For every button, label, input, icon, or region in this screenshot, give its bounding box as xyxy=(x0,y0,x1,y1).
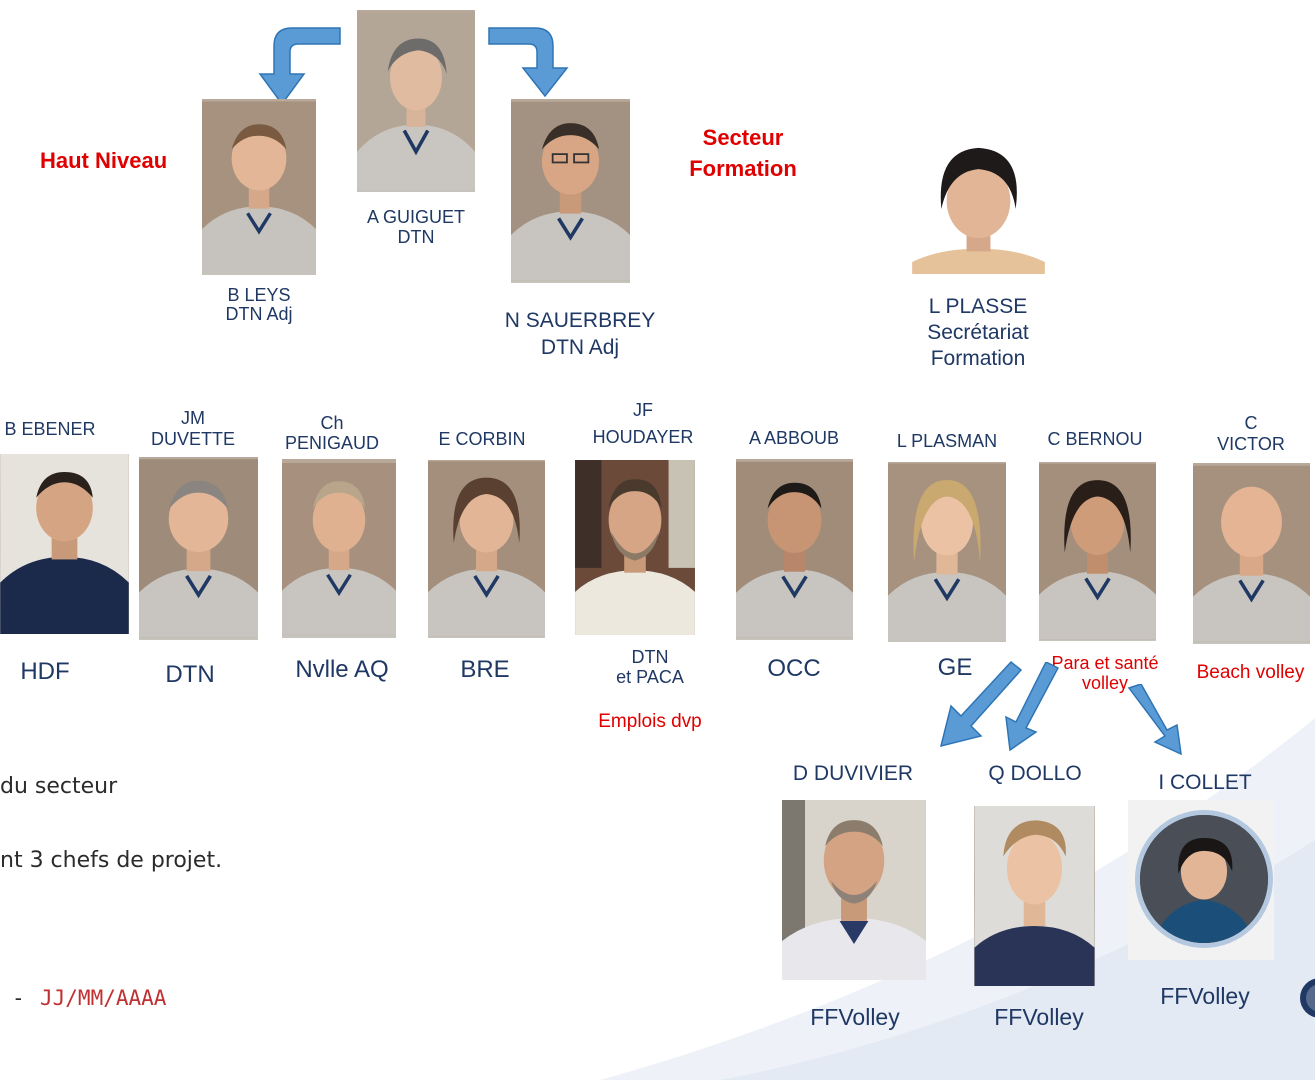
sauerbrey-photo xyxy=(511,99,630,283)
sauerbrey-name: N SAUERBREY xyxy=(504,309,656,332)
body-text-line2: nt 3 chefs de projet. xyxy=(0,848,223,873)
plasse-line2: Secrétariat xyxy=(927,321,1029,344)
duvette-photo xyxy=(139,457,258,640)
dollo-name: Q DOLLO xyxy=(988,762,1082,785)
body-text-line1: du secteur xyxy=(0,774,118,799)
houdayer-photo xyxy=(575,460,695,635)
corbin-name: E CORBIN xyxy=(438,429,526,449)
background-wave xyxy=(600,718,1315,1080)
victor-name-line2: VICTOR xyxy=(1217,434,1285,454)
footer-date: JJ/MM/AAAA xyxy=(40,986,167,1010)
victor-photo xyxy=(1193,463,1310,644)
victor-region: Beach volley xyxy=(1196,662,1305,683)
leys-role: DTN Adj xyxy=(225,304,293,324)
guiguet-photo xyxy=(357,10,475,192)
haut-niveau-label: Haut Niveau xyxy=(40,148,168,173)
corbin-region: BRE xyxy=(460,656,510,683)
bernou-region-line1: Para et santé xyxy=(1051,653,1159,673)
ebener-photo xyxy=(0,454,129,634)
collet-photo xyxy=(1135,810,1273,948)
curved-arrow-left-icon xyxy=(258,27,341,106)
plasman-region: GE xyxy=(937,654,973,681)
curved-arrow-right-icon xyxy=(488,27,569,98)
plasse-line3: Formation xyxy=(930,347,1026,370)
abboub-photo xyxy=(736,459,853,640)
dollo-photo xyxy=(974,806,1095,986)
arrow-to-collet-icon xyxy=(1127,684,1182,756)
houdayer-extra: Emplois dvp xyxy=(598,711,702,732)
penigaud-photo xyxy=(282,459,396,638)
penigaud-name-line1: Ch xyxy=(320,413,344,433)
collet-photo-frame xyxy=(1128,800,1274,960)
secteur-label: Secteur xyxy=(702,125,784,150)
plasman-photo xyxy=(888,462,1006,642)
abboub-name: A ABBOUB xyxy=(748,428,840,448)
houdayer-region-line1: DTN xyxy=(631,647,669,667)
arrow-to-duvivier-icon xyxy=(939,660,1023,748)
leys-photo xyxy=(202,99,316,275)
houdayer-name-line2: HOUDAYER xyxy=(592,427,694,447)
plasman-name: L PLASMAN xyxy=(896,431,998,451)
victor-name-line1: C xyxy=(1244,413,1258,433)
penigaud-name-line2: PENIGAUD xyxy=(284,433,380,453)
dollo-org: FFVolley xyxy=(994,1004,1084,1030)
formation-label: Formation xyxy=(689,156,797,181)
bernou-region-line2: volley xyxy=(1081,673,1129,693)
logo-highlight xyxy=(1306,984,1315,1012)
guiguet-name: A GUIGUET xyxy=(366,207,465,227)
collet-name: I COLLET xyxy=(1158,771,1252,794)
duvette-name-line2: DUVETTE xyxy=(150,429,235,449)
bernou-name: C BERNOU xyxy=(1047,429,1143,449)
arrow-to-dollo-icon xyxy=(1005,662,1060,752)
duvivier-org: FFVolley xyxy=(810,1004,900,1030)
ebener-region: HDF xyxy=(20,658,70,685)
abboub-region: OCC xyxy=(767,655,821,682)
footer-dash: - xyxy=(12,986,25,1010)
collet-org: FFVolley xyxy=(1160,983,1250,1009)
ffvolley-logo-icon xyxy=(1300,978,1315,1018)
corbin-photo xyxy=(428,460,545,638)
duvette-region: DTN xyxy=(165,661,215,688)
houdayer-region-line2: et PACA xyxy=(616,667,684,687)
duvivier-name: D DUVIVIER xyxy=(792,762,914,785)
houdayer-name-line1: JF xyxy=(633,400,653,420)
leys-name: B LEYS xyxy=(227,285,291,305)
plasse-photo xyxy=(912,132,1045,274)
plasse-name: L PLASSE xyxy=(928,295,1028,318)
duvette-name-line1: JM xyxy=(181,408,205,428)
ebener-name: B EBENER xyxy=(4,419,96,439)
sauerbrey-role: DTN Adj xyxy=(540,336,620,359)
duvivier-photo xyxy=(782,800,926,980)
penigaud-region: Nvlle AQ xyxy=(295,656,389,683)
guiguet-role: DTN xyxy=(397,227,435,247)
bernou-photo xyxy=(1039,462,1156,641)
